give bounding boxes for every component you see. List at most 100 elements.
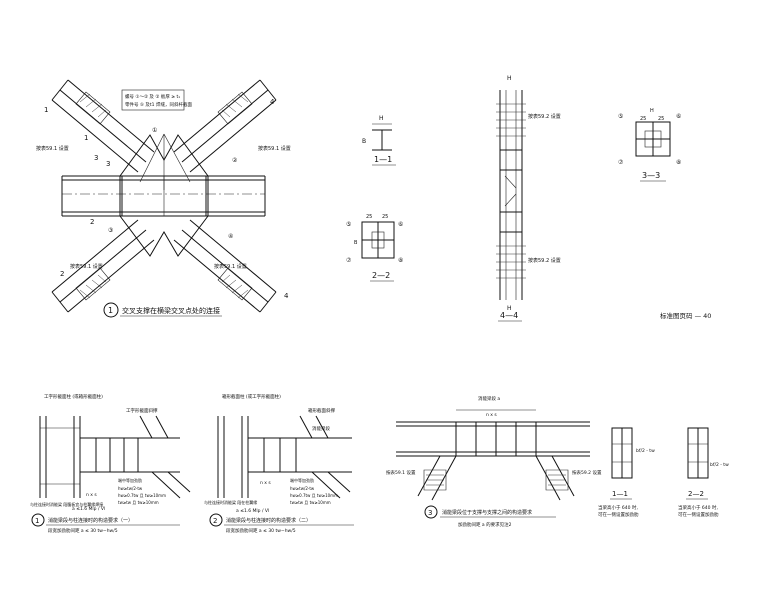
brace-upper-left	[51, 79, 155, 173]
dim-h: H	[379, 115, 384, 122]
section-label: 3—3	[642, 171, 660, 180]
mark-7: ⑦	[618, 159, 624, 166]
note-line-2: 可在一侧设置加劲肋	[598, 511, 639, 518]
note-line-1: 当梁高小于 640 时,	[598, 504, 638, 511]
label-link: 消能梁段	[312, 425, 330, 432]
detail-number: 2	[213, 517, 217, 525]
section-mark-4a: 4	[270, 98, 275, 106]
bolt-label-ul: 按表59.1 设置	[36, 145, 69, 152]
label-weld: 与柱连接时消能梁 段在柱翼缘	[204, 499, 257, 505]
formula: a ≤1.6 Mlp / Vl	[236, 508, 269, 514]
part-mark-4: ④	[228, 233, 233, 240]
dim-label: bf/2 - tw	[710, 462, 729, 468]
dim-25-b: 25	[658, 116, 664, 122]
detail-caption: 消能梁段位于支撑与支撑之间的构造要求	[442, 509, 532, 516]
formula: a ≤1.6 Mlp / Vl	[72, 506, 105, 512]
section-label: 2—2	[688, 490, 704, 498]
label-weld: 与柱连接时消能梁 段腹板宜与柱翼缘焊接	[30, 501, 103, 507]
detail-number: 3	[428, 509, 432, 517]
dim-h-top: H	[507, 75, 512, 82]
section-label: 2—2	[372, 271, 390, 280]
section-mark-2b: 2	[60, 270, 64, 278]
mark-8: ⑧	[398, 257, 403, 264]
mark-6: ⑥	[676, 113, 681, 120]
detail-caption: 交叉支撑在横梁交叉点处的连接	[122, 306, 220, 315]
bolt-label-left: 按表59.1 设置	[386, 469, 416, 476]
bolt-label-lr: 按表59.1 设置	[214, 263, 247, 270]
mark-6: ⑥	[398, 221, 403, 228]
detail-number: 1	[35, 517, 39, 525]
note-line-2: 可在一侧设置加劲肋	[678, 511, 719, 518]
section-label: 1—1	[612, 490, 628, 498]
dim-label: bf/2 - tw	[636, 448, 655, 454]
label-req-1: hw≥tw/2-tw	[118, 486, 143, 491]
brace-lower-left	[51, 219, 155, 313]
part-mark-2: ②	[232, 157, 238, 164]
label-req-2: hw≥0.7tw 且 tw≥10mm	[290, 493, 338, 498]
bolt-group-ll	[75, 267, 111, 301]
dim-25-a: 25	[640, 116, 646, 122]
bolt-label-ur: 按表59.1 设置	[258, 145, 291, 152]
detail-link-beam-1: 工字形截面柱 (或箱形截面柱) 工字形截面斜撑 与柱连接时消能梁 段腹板宜与柱翼…	[30, 393, 191, 534]
bolt-group-lr	[217, 267, 253, 301]
mark-7: ⑦	[346, 257, 352, 264]
bolt-group-ul	[75, 91, 111, 125]
note-line-1: 螺号 ①～② 及 ② 板厚 ≥ t₁	[125, 93, 180, 100]
detail-number: 1	[108, 306, 113, 315]
dim-b: B	[362, 138, 366, 145]
section-label: 4—4	[500, 311, 518, 320]
mark-5: ⑤	[618, 113, 623, 120]
brace-upper-right	[173, 79, 277, 173]
dim-25-a: 25	[366, 214, 372, 220]
section-2-2: 25 25 B ⑤ ⑥ ⑦ ⑧ 2—2	[346, 214, 403, 282]
section-mark-2a: 2	[90, 218, 94, 226]
detail-note: 加劲肋间距 a 的要求见注2	[458, 521, 512, 528]
section-mark-4b: 4	[284, 292, 289, 300]
detail-caption: 消能梁段与柱连接时的构造要求（一）	[48, 517, 133, 524]
note-line-2: 零件号 ⑤ 及t1 焊缝，同斜杆截面	[125, 101, 192, 108]
detail-note: 段宽加劲肋间距 a ≤ 30 tw−hw/5	[226, 527, 296, 534]
top-label: 消能梁段 a	[478, 395, 500, 402]
dim-nxs: n x s	[86, 493, 97, 498]
part-mark-1: ①	[152, 127, 157, 134]
bolt-label-ll: 按表59.1 设置	[70, 263, 103, 270]
small-section-2-2: bf/2 - tw 2—2 当梁高小于 640 时, 可在一侧设置加劲肋	[678, 427, 729, 518]
dim-h: H	[650, 108, 654, 114]
section-label: 1—1	[374, 155, 392, 164]
label-stiffener: 端中等加劲肋	[290, 477, 314, 483]
section-4-4: H H 按表59.2 设置 按表59.2 设置 4—4	[496, 75, 561, 322]
mark-8: ⑧	[676, 159, 681, 166]
bolt-group-ur	[217, 91, 253, 125]
label-req-2: hw≥0.7tw 且 tw≥10mm	[118, 493, 166, 498]
bolts-top	[496, 103, 526, 137]
detail-link-beam-3: 消能梁段 a n x s 按表59.1 设置 按表59.2 设置 3 消能梁段位…	[386, 395, 602, 528]
label-stiffener: 端中等加劲肋	[118, 477, 142, 483]
label-column: 工字形截面柱 (或箱形截面柱)	[44, 393, 103, 400]
bolt-label-bottom: 按表59.2 设置	[528, 257, 561, 264]
section-mark-1b: 1	[84, 134, 88, 142]
dim-nxs: n x s	[260, 481, 271, 486]
label-brace: 工字形截面斜撑	[126, 407, 158, 414]
dim-nxs: n x s	[486, 413, 497, 418]
label-brace: 箱形截面斜撑	[308, 407, 335, 414]
section-mark-1a: 1	[44, 106, 48, 114]
dim-25-b: 25	[382, 214, 388, 220]
mark-5: ⑤	[346, 221, 351, 228]
detail-caption: 消能梁段与柱连接时的构造要求（二）	[226, 517, 311, 524]
label-req-3: tw≥tw 且 tw≥10mm	[290, 500, 331, 505]
main-x-brace-detail: 螺号 ①～② 及 ② 板厚 ≥ t₁ 零件号 ⑤ 及t1 焊缝，同斜杆截面 按表…	[36, 79, 291, 318]
dim-h-bottom: H	[507, 305, 512, 312]
dim-b: B	[354, 240, 358, 246]
section-mark-3b: 3	[106, 160, 110, 168]
small-section-1-1: bf/2 - tw 1—1 当梁高小于 640 时, 可在一侧设置加劲肋	[598, 427, 655, 518]
bolt-label-right: 按表59.2 设置	[572, 469, 602, 476]
section-1-1: H B 1—1	[362, 115, 396, 166]
label-req-3: tw≥tw 且 tw≥10mm	[118, 500, 159, 505]
brace-lower-right	[173, 219, 277, 313]
detail-note: 段宽加劲肋间距 a ≤ 30 tw−hw/5	[48, 527, 118, 534]
section-3-3: H 25 25 ⑤ ⑥ ⑦ ⑧ 3—3	[618, 108, 681, 182]
label-column: 箱形截面柱 (或工字形截面柱)	[222, 393, 281, 400]
bolt-label-top: 按表59.2 设置	[528, 113, 561, 120]
note-line-1: 当梁高小于 640 时,	[678, 504, 718, 511]
detail-link-beam-2: 箱形截面柱 (或工字形截面柱) 箱形截面斜撑 与柱连接时消能梁 段在柱翼缘 端中…	[204, 393, 354, 534]
